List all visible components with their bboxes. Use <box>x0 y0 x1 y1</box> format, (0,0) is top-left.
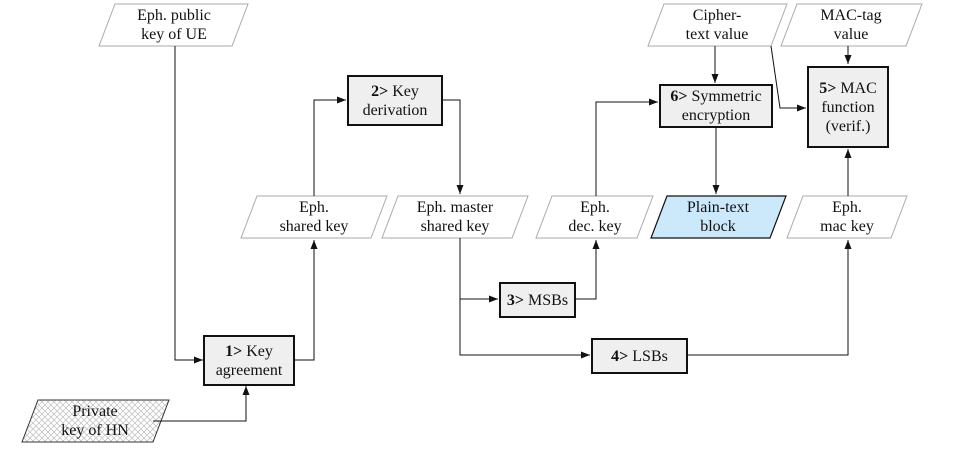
ciphertext-label: Cipher- text value <box>654 5 780 45</box>
mac-function-text-2: function <box>821 98 875 116</box>
mac-tag-label: MAC-tag value <box>788 5 914 45</box>
arrow-public-to-agreement <box>174 46 203 364</box>
mac-tag-line-2: value <box>833 26 869 43</box>
ciphertext-line-1: Cipher- <box>692 7 742 24</box>
key-agreement-line-1: 1> Key <box>225 342 273 361</box>
arrow-agreement-to-shared <box>295 240 318 361</box>
symmetric-encryption-number: 6> <box>670 88 688 105</box>
lsbs-text-1: LSBs <box>632 347 668 365</box>
mac-tag-line-1: MAC-tag <box>820 7 882 24</box>
key-agreement-text-1: Key <box>246 342 273 360</box>
eph-shared-key-line-1: Eph. <box>299 199 329 216</box>
symmetric-encryption-line-1: 6> Symmetric <box>670 87 761 106</box>
mac-function-number: 5> <box>819 79 837 97</box>
private-key-label: Private key of HN <box>30 401 160 441</box>
eph-master-key-line-2: shared key <box>420 218 490 235</box>
symmetric-encryption-text-1: Symmetric <box>691 88 762 105</box>
eph-shared-key-line-2: shared key <box>279 218 349 235</box>
plaintext-line-2: block <box>700 218 736 235</box>
arrow-ciphertext-to-mac <box>770 45 806 112</box>
eph-shared-key-label: Eph. shared key <box>248 197 380 237</box>
msbs-number: 3> <box>506 291 525 309</box>
private-key-shape <box>21 399 170 443</box>
key-derivation-text-1: Key <box>392 82 419 100</box>
arrow-private-to-agreement <box>153 386 250 422</box>
plaintext-shape <box>650 195 787 239</box>
eph-master-key-shape <box>381 195 529 239</box>
lsbs-number: 4> <box>611 347 629 365</box>
eph-public-key-shape <box>98 3 249 47</box>
msbs-box: 3> MSBs <box>499 282 576 318</box>
arrow-shared-to-derivation <box>313 96 346 196</box>
key-agreement-text-2: agreement <box>215 361 283 379</box>
arrow-msbs-to-dec-key <box>576 240 600 300</box>
eph-master-key-label: Eph. master shared key <box>389 197 521 237</box>
mac-function-text-1: MAC <box>840 79 877 97</box>
key-agreement-box: 1> Key agreement <box>203 335 295 386</box>
mac-function-text-3: (verif.) <box>825 117 871 135</box>
plaintext-line-1: Plain-text <box>686 199 750 216</box>
arrow-dec-key-to-encryption <box>595 98 658 196</box>
msbs-line-1: 3> MSBs <box>507 291 568 310</box>
ciphertext-line-2: text value <box>685 26 749 43</box>
eph-mac-key-line-2: mac key <box>820 218 874 235</box>
key-derivation-line-1: 2> Key <box>371 82 419 101</box>
arrow-derivation-to-master <box>443 99 464 194</box>
private-key-line-2: key of HN <box>61 422 129 439</box>
key-agreement-number: 1> <box>225 342 243 360</box>
msbs-text-1: MSBs <box>528 291 569 309</box>
eph-public-key-label: Eph. public key of UE <box>104 5 244 45</box>
eph-mac-key-line-1: Eph. <box>832 199 862 216</box>
lsbs-line-1: 4> LSBs <box>611 347 668 366</box>
eph-dec-key-label: Eph. dec. key <box>543 197 647 237</box>
mac-tag-shape <box>780 3 923 47</box>
arrow-master-to-lsbs <box>459 299 590 359</box>
eph-mac-key-label: Eph. mac key <box>794 197 900 237</box>
eph-master-key-line-1: Eph. master <box>416 199 494 216</box>
private-key-line-1: Private <box>72 403 118 420</box>
symmetric-encryption-text-2: encryption <box>681 107 751 124</box>
mac-function-line-1: 5> MAC <box>819 79 877 98</box>
eph-dec-key-shape <box>535 195 654 239</box>
key-derivation-text-2: derivation <box>362 101 428 119</box>
eph-shared-key-shape <box>240 195 388 239</box>
arrow-lsbs-to-mac-key <box>688 240 852 356</box>
mac-function-box: 5> MAC function (verif.) <box>807 66 889 148</box>
symmetric-encryption-box: 6> Symmetric encryption <box>659 84 773 128</box>
eph-public-key-line-2: key of UE <box>141 26 207 43</box>
eph-dec-key-line-1: Eph. <box>580 199 610 216</box>
arrow-master-to-msbs <box>459 238 498 303</box>
key-derivation-box: 2> Key derivation <box>347 75 443 126</box>
eph-mac-key-shape <box>786 195 908 239</box>
eph-public-key-line-1: Eph. public <box>137 7 211 24</box>
plaintext-label: Plain-text block <box>658 197 778 237</box>
lsbs-box: 4> LSBs <box>591 338 688 374</box>
key-derivation-number: 2> <box>371 82 389 100</box>
eph-dec-key-line-2: dec. key <box>568 218 622 235</box>
